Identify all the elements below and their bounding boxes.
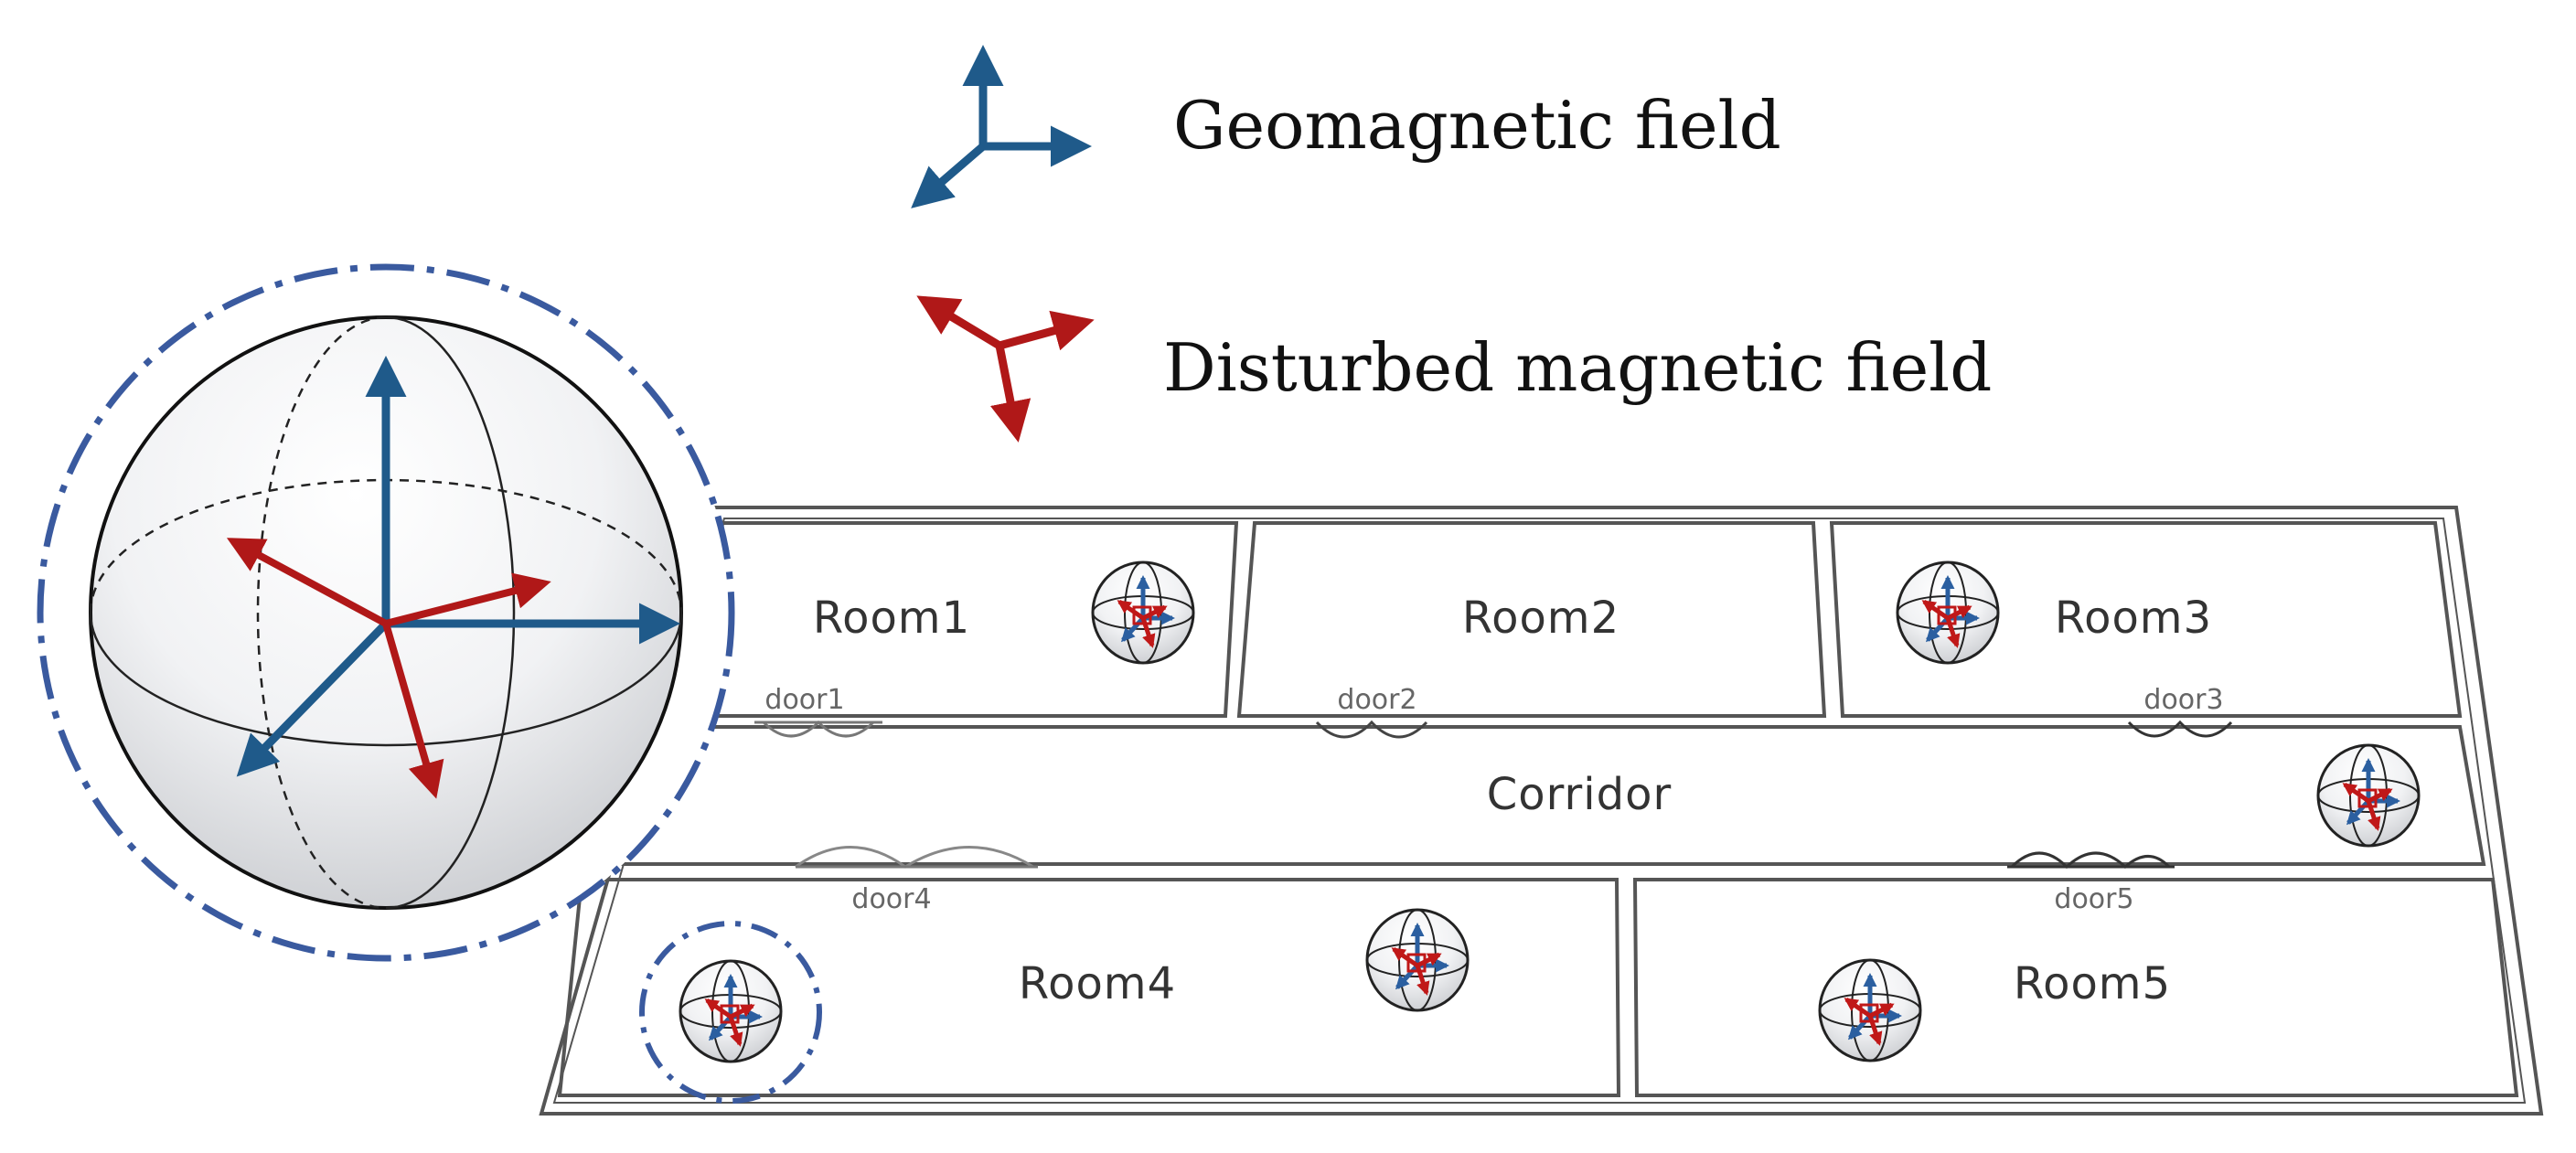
door1-symbol <box>754 720 882 738</box>
room4-highlighted-sphere-icon <box>680 961 781 1062</box>
room5-label: Room5 <box>2014 958 2171 1009</box>
room-labels: Room1 Room2 Room3 Corridor Room4 Room5 <box>813 593 2212 1009</box>
door4-symbol <box>795 846 1038 869</box>
building-outline <box>539 506 2544 1116</box>
geomagnetic-field-label: Geomagnetic field <box>1173 87 1781 164</box>
door4-label: door4 <box>851 883 931 915</box>
door5-label: door5 <box>2054 883 2133 915</box>
legend: Geomagnetic field Disturbed magnetic fie… <box>911 45 1992 443</box>
door3-label: door3 <box>2143 684 2223 716</box>
room3-label: Room3 <box>2055 593 2212 644</box>
large-disturbed-arrows <box>226 538 551 799</box>
small-highlight-circle <box>639 921 822 1104</box>
door5-symbol <box>2007 851 2175 870</box>
large-highlight-circle <box>37 263 735 962</box>
room3-outline <box>1829 521 2463 718</box>
door-labels: door1 door2 door3 door4 door5 <box>764 684 2223 915</box>
room2-outline <box>1236 521 1827 718</box>
room3-sphere-icon <box>1897 562 1998 663</box>
door2-label: door2 <box>1337 684 1416 716</box>
room1-sphere-icon <box>1093 562 1193 663</box>
door1-label: door1 <box>764 684 844 716</box>
doors <box>754 720 2233 870</box>
room4-label: Room4 <box>1019 958 1176 1009</box>
zoomed-sphere <box>37 263 735 962</box>
room5-sphere-icon <box>1820 960 1920 1061</box>
geomagnetic-field-icon <box>911 45 1092 208</box>
large-geomagnetic-arrows <box>236 356 680 777</box>
disturbed-field-icon <box>916 295 1095 443</box>
room4-outline <box>557 878 1621 1097</box>
floor-plan <box>539 506 2544 1116</box>
room5-outline <box>1632 878 2519 1097</box>
room2-label: Room2 <box>1462 593 1619 644</box>
room4-sphere-icon <box>1367 910 1468 1010</box>
room1-label: Room1 <box>813 593 970 644</box>
door2-symbol <box>1315 720 1428 739</box>
door3-symbol <box>2127 720 2233 738</box>
corridor-sphere-icon <box>2318 745 2419 846</box>
building-outline-inner <box>552 518 2527 1104</box>
disturbed-magnetic-field-label: Disturbed magnetic field <box>1163 329 1992 406</box>
corridor-label: Corridor <box>1487 769 1672 820</box>
